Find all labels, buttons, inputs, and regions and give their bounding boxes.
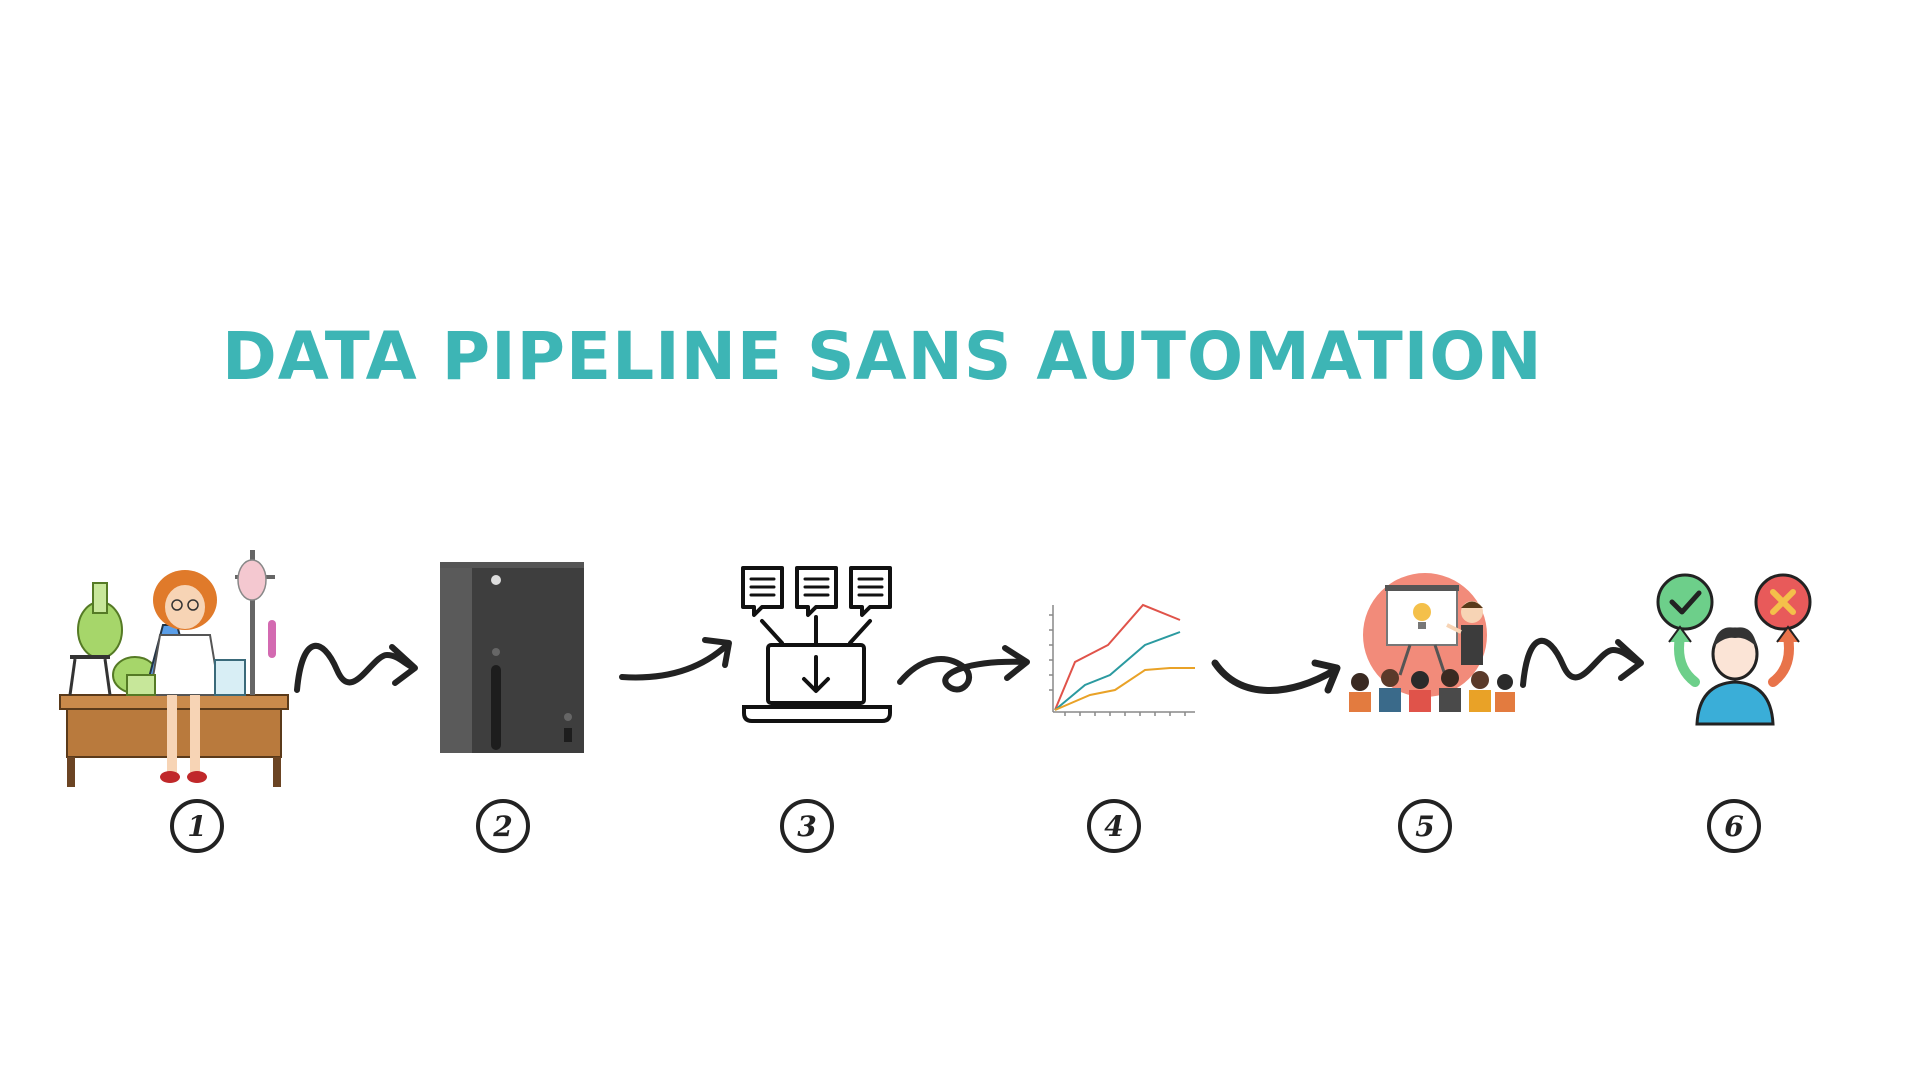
decision-person-icon [1656,573,1812,726]
wavy-arrow-icon [1520,637,1644,688]
step-number-6: 6 [1707,799,1761,853]
step-number-4: 4 [1087,799,1141,853]
wavy-arrow-icon [294,642,418,693]
laptop-download-documents-icon [741,566,892,723]
server-tower-icon [440,562,584,753]
curved-arrow-icon [619,637,732,681]
swoosh-arrow-icon [1211,659,1341,694]
loop-arrow-icon [897,645,1030,693]
step-number-5: 5 [1398,799,1452,853]
step-number-3: 3 [780,799,834,853]
step-number-2: 2 [476,799,530,853]
diagram-title: DATA PIPELINE SANS AUTOMATION [222,318,1543,395]
presentation-audience-icon [1349,573,1515,712]
scientist-lab-icon [59,550,289,787]
step-number-1: 1 [170,799,224,853]
line-chart-icon [1049,603,1195,716]
